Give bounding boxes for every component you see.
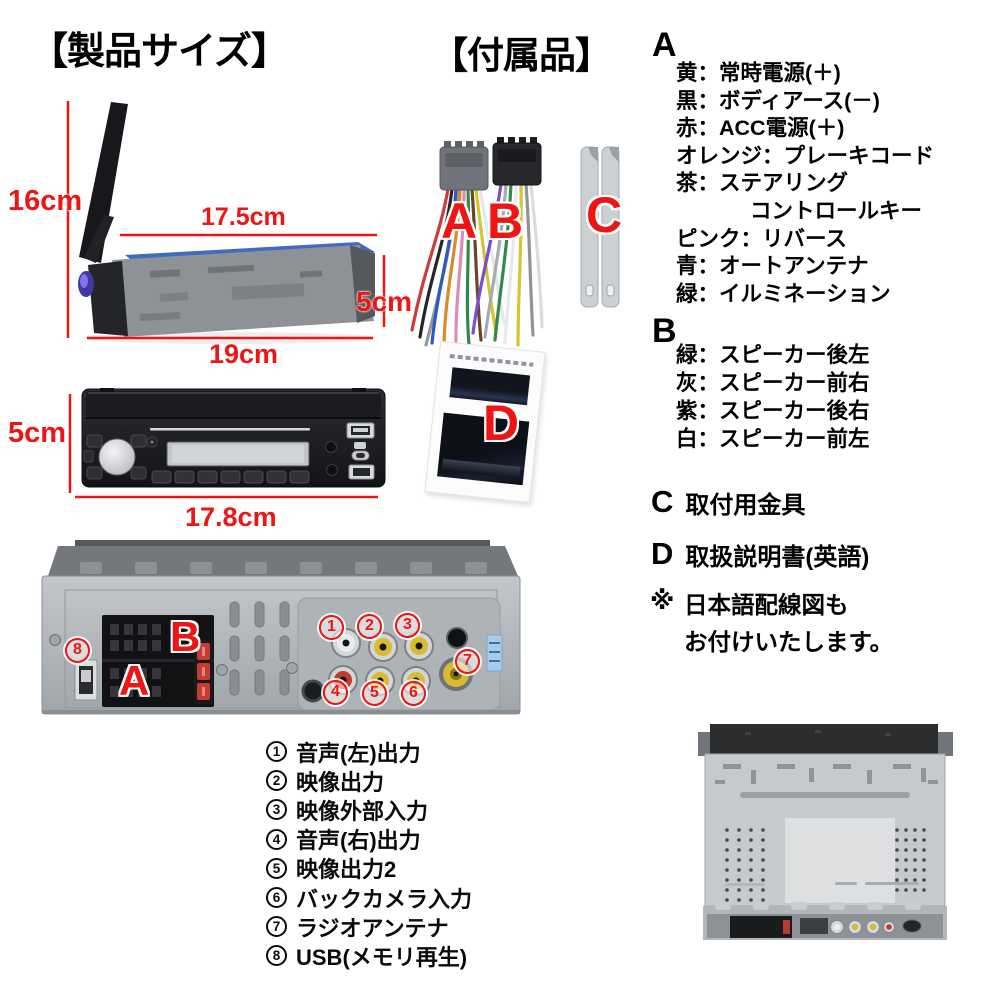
harness-a-label: A [441,193,478,249]
port-number-badge: 4 [266,828,287,850]
legend-a-line: ピンク：リバース [676,226,847,251]
port-number-badge: 1 [266,741,287,763]
dimension-front-height: 5cm [8,417,67,449]
port-number-badge: 5 [266,857,287,879]
harness-b-label: B [487,193,524,249]
legend-b-letter: B [652,312,677,350]
legend-a-lines: 黄：常時電源(＋) 黒：ボディアース(－) 赤：ACC電源(＋) オレンジ：プレ… [676,60,934,308]
port-number-badge: 2 [266,770,287,792]
dimension-front-width: 17.8cm [185,502,277,532]
accessories-heading: 【付属品】 [431,35,612,76]
brackets-c-label: C [586,187,623,243]
front-view-photo [68,388,386,499]
legend-a-letter: A [652,26,677,64]
rear-port-5-badge: 5 [362,681,387,706]
accessories-photo [410,137,620,349]
dimension-side-height: 16cm [8,185,83,217]
legend-b-lines: 緑：スピーカー後左 灰：スピーカー前右 紫：スピーカー後右 白：スピーカー前左 [676,341,870,453]
legend-b-line: 紫：スピーカー後右 [676,399,870,423]
rear-port-3-badge: 3 [395,613,420,638]
side-view-photo [66,101,386,344]
legend-a-line: コントロールキー [750,198,923,223]
rear-port-2-badge: 2 [357,614,382,639]
item-c-row: C 取付用金具 [651,484,805,520]
rear-panel-photo [41,540,521,715]
rear-connector-b-label: B [170,613,201,660]
product-size-heading: 【製品サイズ】 [30,31,289,73]
manual-d-label: D [483,395,520,451]
rear-port-1-badge: 1 [319,615,344,640]
rear-port-7-badge: 7 [455,649,480,674]
top-view-photo [698,724,953,940]
port-number-badge: 7 [266,916,287,938]
port-number-badge: 6 [266,887,287,909]
legend-a-line: 黄：常時電源(＋) [676,61,841,85]
dimension-side-top-width: 17.5cm [201,203,286,231]
rear-port-4-badge: 4 [323,680,348,705]
note-line-2: お付けいたします。 [684,629,894,655]
legend-b-line: 白：スピーカー前左 [676,427,870,451]
legend-a-line: 青：オートアンテナ [676,254,869,279]
note-mark: ※ [650,587,675,615]
rear-port-8-badge: 8 [65,638,90,663]
item-c-letter: C [651,484,674,519]
legend-b-line: 灰：スピーカー前右 [676,371,870,395]
legend-a-line: 黒：ボディアース(－) [676,88,880,113]
legend-a-line: 茶：ステアリング [676,171,849,196]
note-line-1: 日本語配線図も [684,592,849,618]
dimension-side-depth: 5cm [356,286,413,317]
rear-port-6-badge: 6 [401,681,426,706]
legend-a-line: 赤：ACC電源(＋) [676,116,845,141]
dimension-side-bottom-width: 19cm [209,339,279,369]
legend-a-line: 緑：イルミネーション [676,281,891,306]
item-d-letter: D [651,536,674,571]
legend-a-line: オレンジ：プレーキコード [676,143,935,168]
rear-connector-a-label: A [119,657,150,704]
legend-b-line: 緑：スピーカー後左 [676,343,870,367]
manual-title-placeholder [449,353,534,367]
item-c-label: 取付用金具 [685,491,806,519]
item-d-row: D 取扱説明書(英語) [651,536,869,572]
item-d-label: 取扱説明書(英語) [685,543,870,571]
port-number-badge: 3 [266,799,287,821]
port-number-badge: 8 [266,945,287,967]
